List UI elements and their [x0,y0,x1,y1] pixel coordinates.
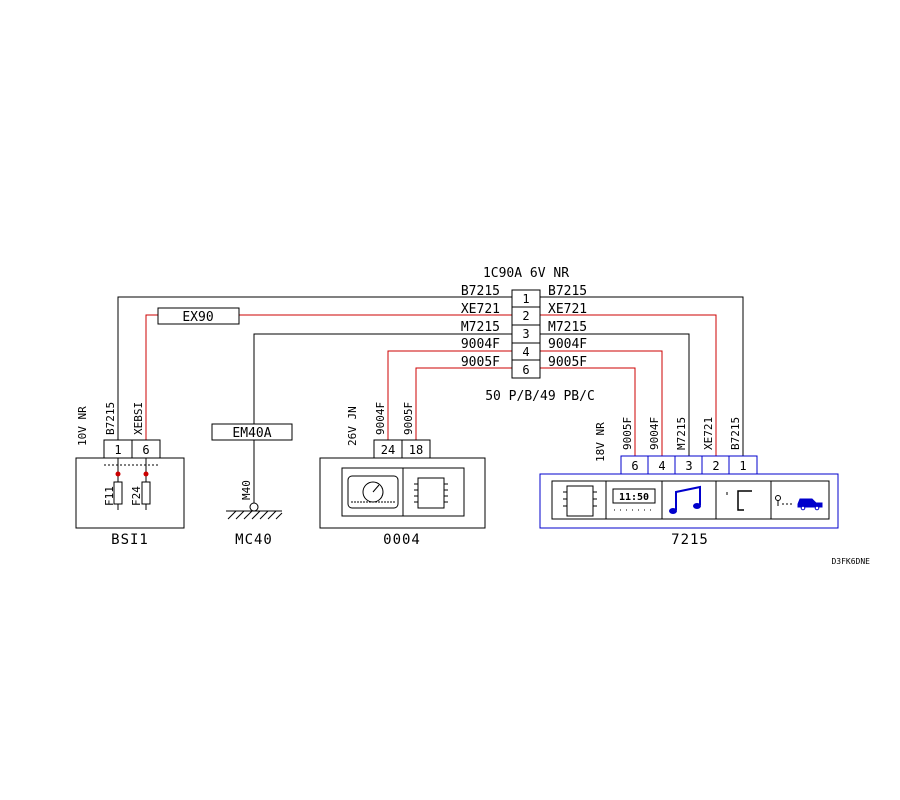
wire-label-vertical: B7215 [729,417,742,450]
wire-label-right: B7215 [548,284,587,299]
em40a-text: EM40A [232,426,271,441]
wire-label-left: 9004F [461,337,500,352]
radio-pin: 4 [658,459,665,473]
connector-pin: 6 [522,363,529,377]
wire-label-left: 9005F [461,355,500,370]
wire-label-left: B7215 [461,284,500,299]
fuse-icon [141,481,151,505]
cluster-connector-label: 26V JN [346,406,359,446]
radio-connector-label: 18V NR [594,422,607,462]
instrument-cluster-icon [347,475,399,509]
bsi-name: BSI1 [111,532,149,548]
connector-pin: 1 [522,292,529,306]
connector-pin: 3 [522,327,529,341]
bsi-connector-label: 10V NR [76,406,89,446]
radio-pin: 6 [631,459,638,473]
wire-label-vertical: 9004F [648,417,661,450]
wire-label-right: M7215 [548,320,587,335]
wire-label-right: 9005F [548,355,587,370]
wire-label-vertical: XE721 [702,417,715,450]
wire-9005f [415,367,636,456]
connector-bracket-icon [726,490,752,511]
wire-label-vertical: B7215 [104,402,117,435]
connector-pin: 4 [522,345,529,359]
radio-pin: 3 [685,459,692,473]
radio-pin: 2 [712,459,719,473]
radio-pin: 1 [739,459,746,473]
ground-wire-label: M40 [240,480,253,500]
connector-1c90a: 1 2 3 4 6 [511,289,541,379]
fuse-label: F11 [103,486,116,506]
bsi-pin: 6 [142,443,149,457]
wire-label-vertical: M7215 [675,417,688,450]
wire-label-vertical: XEBSI [132,402,145,435]
label-ex90: EX90 [157,307,240,325]
music-note-icon [669,485,701,514]
wire-label-right: 9004F [548,337,587,352]
bsi1-unit: 1 6 [75,439,185,529]
ground-name: MC40 [235,532,273,548]
wire-label-vertical: 9004F [374,402,387,435]
wire-b7215 [117,296,744,458]
clock-text: 11:50 [619,492,649,503]
radio-name: 7215 [671,532,709,548]
wire-xebsi [145,314,158,458]
ground-symbol-icon [226,440,283,520]
cluster-unit: 24 18 [319,439,486,529]
wire-label-right: XE721 [548,302,587,317]
connector-title: 1C90A 6V NR [483,266,569,281]
cluster-name: 0004 [383,532,421,548]
car-key-icon [775,495,823,511]
wire-label-vertical: 9005F [402,402,415,435]
wire-9004f [387,350,663,456]
fuse-label: F24 [130,486,143,506]
clock-display-icon: 11:50 [612,488,656,511]
label-em40a: EM40A [211,423,293,441]
connector-subtitle: 50 P/B/49 PB/C [485,389,595,404]
chip-icon [563,485,597,517]
wire-label-vertical: 9005F [621,417,634,450]
connector-pin: 2 [522,309,529,323]
radio-unit: 6 4 3 2 1 11:50 [539,455,839,529]
chip-icon [414,477,448,509]
wire-label-left: M7215 [461,320,500,335]
wire-label-left: XE721 [461,302,500,317]
ex90-text: EX90 [182,310,213,325]
reference-code: D3FK6DNE [831,557,870,566]
cluster-pin: 18 [409,443,423,457]
bsi-pin: 1 [114,443,121,457]
wire-xe721 [239,314,717,456]
cluster-pin: 24 [381,443,395,457]
